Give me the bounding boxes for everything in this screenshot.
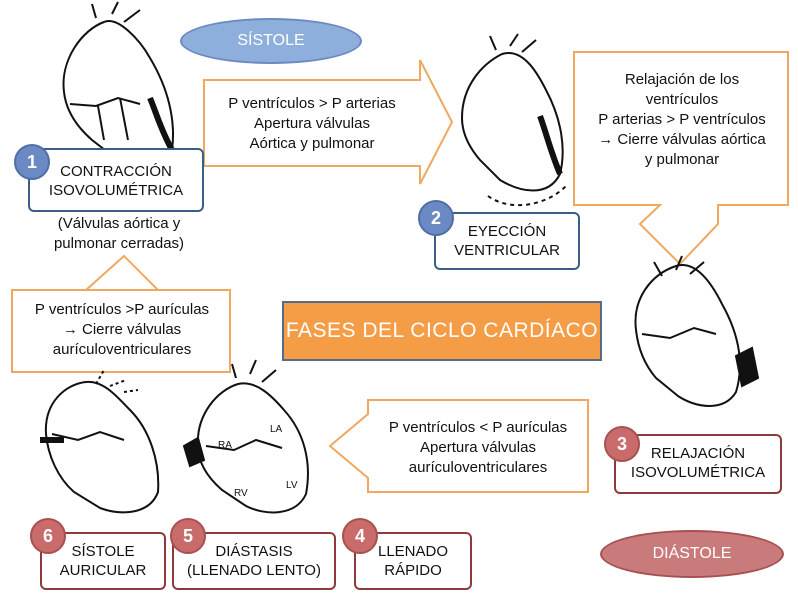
phase-1-line2: ISOVOLUMÉTRICA (48, 182, 184, 199)
note-left-middle: P ventrículos >P aurículas → Cierre válv… (12, 300, 232, 360)
heart-diagram-5 (182, 359, 309, 514)
label-lv: LV (286, 480, 298, 491)
phase-6-line2: AURICULAR (59, 562, 147, 579)
note-top-right-line5: y pulmonar (644, 151, 720, 168)
phase-4-line1: LLENADO (377, 543, 449, 560)
label-ra: RA (218, 440, 232, 451)
note-bottom-middle-line3: aurículoventriculares (408, 459, 548, 476)
diastole-oval: DIÁSTOLE (600, 530, 784, 578)
phase-4-badge: 4 (342, 518, 378, 554)
phase-6-line1: SÍSTOLE (71, 543, 135, 560)
diagram-title-text: FASES DEL CICLO CARDÍACO (285, 319, 599, 342)
heart-diagram-2 (460, 33, 567, 207)
phase-2-box: EYECCIÓN VENTRICULAR (434, 212, 580, 270)
arrow-to-relaxation (573, 51, 789, 266)
note-top-middle-line2: Apertura válvulas (254, 115, 370, 132)
arrow-to-rapid-filling (328, 399, 589, 493)
phase-4-line2: RÁPIDO (384, 562, 442, 579)
phase-5-line2: (LLENADO LENTO) (187, 562, 321, 579)
note-top-middle-line1: P ventrículos > P arterias (228, 95, 396, 112)
diagram-title: FASES DEL CICLO CARDÍACO (282, 301, 602, 361)
heart-diagram-1 (62, 1, 175, 170)
note-bottom-middle-line2: Apertura válvulas (420, 439, 536, 456)
heart-diagram-6 (40, 369, 160, 514)
note-bottom-middle-line1: P ventrículos < P aurículas (388, 419, 568, 436)
phase-1-note: (Válvulas aórtica y pulmonar cerradas) (34, 214, 204, 254)
note-top-right-line1: Relajación de los (624, 71, 740, 88)
note-top-right-line3: P arterias > P ventrículos (598, 111, 766, 128)
note-left-middle-line1: P ventrículos >P aurículas (34, 301, 210, 318)
phase-2-line1: EYECCIÓN (467, 223, 547, 240)
systole-oval: SÍSTOLE (180, 18, 362, 64)
phase-1-box: CONTRACCIÓN ISOVOLUMÉTRICA (28, 148, 204, 212)
phase-3-line2: ISOVOLUMÉTRICA (630, 464, 766, 481)
arrow-to-ejection (203, 59, 454, 185)
phase-2-line2: VENTRICULAR (454, 242, 560, 259)
note-top-right: Relajación de los ventrículos P arterias… (576, 70, 788, 170)
arrow-up-head (83, 254, 161, 291)
systole-label: SÍSTOLE (237, 32, 305, 49)
phase-3-badge: 3 (604, 426, 640, 462)
phase-1-badge: 1 (14, 144, 50, 180)
phase-2-badge: 2 (418, 200, 454, 236)
phase-5-box: DIÁSTASIS (LLENADO LENTO) (172, 532, 336, 590)
note-top-middle-line3: Aórtica y pulmonar (249, 135, 375, 152)
note-left-middle-line2: → Cierre válvulas (62, 321, 182, 338)
label-la: LA (270, 424, 283, 435)
note-top-middle: P ventrículos > P arterias Apertura válv… (206, 94, 418, 154)
phase-1-line1: CONTRACCIÓN (60, 163, 172, 180)
diastole-label: DIÁSTOLE (652, 545, 732, 562)
phase-3-box: RELAJACIÓN ISOVOLUMÉTRICA (614, 434, 782, 494)
note-bottom-middle: P ventrículos < P aurículas Apertura vál… (370, 418, 586, 478)
phase-5-line1: DIÁSTASIS (215, 543, 293, 560)
note-left-middle-line3: aurículoventriculares (52, 341, 192, 358)
heart-diagram-3 (634, 255, 760, 407)
phase-1-note-line2: pulmonar cerradas) (53, 235, 185, 252)
phase-1-note-line1: (Válvulas aórtica y (57, 215, 181, 232)
note-top-right-line4: → Cierre válvulas aórtica (598, 131, 766, 148)
label-rv: RV (234, 488, 248, 499)
phase-5-badge: 5 (170, 518, 206, 554)
note-top-right-line2: ventrículos (645, 91, 719, 108)
phase-6-badge: 6 (30, 518, 66, 554)
phase-3-line1: RELAJACIÓN (650, 445, 746, 462)
